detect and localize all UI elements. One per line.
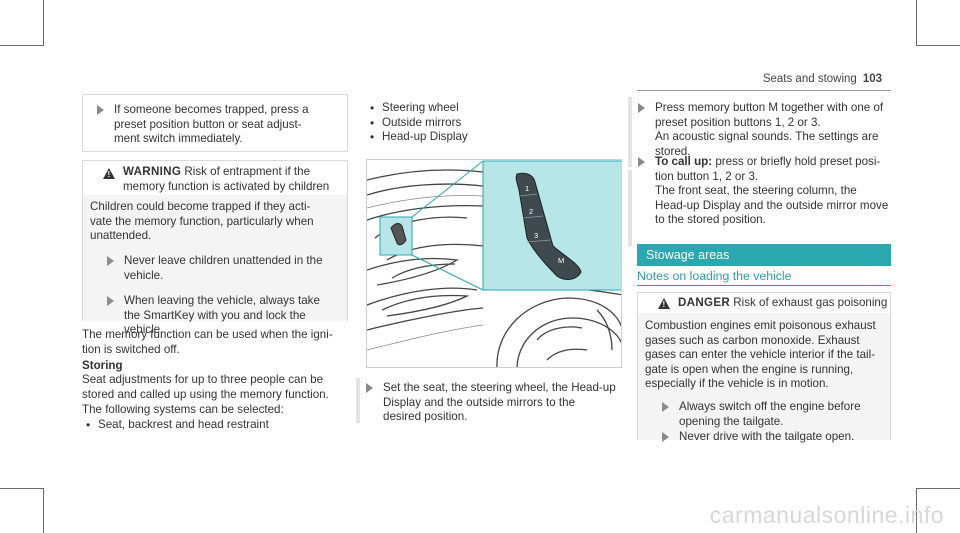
watermark: carmanualsonline.info	[709, 502, 944, 528]
storing-text: Seat adjustments for up to three people …	[82, 373, 329, 401]
memory-button-m-label: M	[558, 256, 564, 265]
crop-mark	[916, 488, 960, 489]
step-item: Set the seat, the steering wheel, the He…	[366, 381, 616, 425]
danger-body-text: Combustion engines emit poisonous exhaus…	[645, 319, 876, 390]
section-title: Seats and stowing	[762, 73, 857, 85]
warning-step: When leaving the vehicle, always take th…	[107, 294, 320, 338]
storing-heading: Storing	[82, 359, 123, 372]
crop-mark	[916, 45, 960, 46]
step-arrow-icon	[638, 157, 645, 167]
step-item: To call up: press or briefly hold preset…	[638, 155, 888, 228]
stowage-section-title: Stowage areas	[637, 244, 891, 266]
crop-mark	[916, 488, 917, 533]
danger-title: DANGER Risk of exhaust gas poisoning	[678, 296, 888, 309]
list-item: •Head-up Display	[370, 130, 468, 144]
step-bar	[356, 378, 360, 423]
danger-box: ! DANGER Risk of exhaust gas poisoning C…	[637, 292, 891, 443]
step-arrow-icon	[107, 296, 114, 306]
systems-list: •Steering wheel •Outside mirrors •Head-u…	[370, 101, 468, 145]
step-arrow-icon	[638, 103, 645, 113]
notes-heading: Notes on loading the vehicle	[637, 269, 792, 283]
header-rule	[637, 90, 891, 91]
crop-mark	[43, 488, 44, 533]
step-item: Press memory button M together with one …	[638, 101, 883, 159]
following-text: The following systems can be selected:	[82, 403, 284, 416]
memory-button-3-label: 3	[534, 231, 538, 240]
step-arrow-icon	[662, 432, 669, 442]
step-arrow-icon	[662, 402, 669, 412]
warning-box: ! WARNING Risk of entrapment if the memo…	[82, 160, 348, 336]
step-bar	[628, 97, 632, 167]
step-item: If someone becomes trapped, press a pres…	[97, 103, 309, 147]
door-panel-figure: 1 2 3 M	[366, 159, 622, 368]
list-item: •Steering wheel	[370, 101, 459, 115]
danger-step: Never drive with the tailgate open.	[662, 430, 854, 445]
page-number: 103	[862, 73, 882, 85]
list-item: •Seat, backrest and head restraint	[86, 418, 269, 432]
danger-triangle-icon	[658, 298, 670, 309]
step-arrow-icon	[97, 105, 104, 115]
warning-step: Never leave children unattended in the v…	[107, 254, 323, 283]
warning-triangle-icon	[103, 168, 115, 179]
step-bar	[628, 170, 632, 246]
page-header: Seats and stowing 103	[763, 73, 882, 85]
danger-step: Always switch off the engine before open…	[662, 400, 861, 429]
step-arrow-icon	[107, 256, 114, 266]
warning-body-text: Children could become trapped if they ac…	[90, 200, 314, 242]
memory-button-1-label: 1	[525, 184, 529, 193]
danger-body: Combustion engines emit poisonous exhaus…	[638, 313, 890, 443]
memory-button-2-label: 2	[529, 207, 533, 216]
crop-mark	[43, 0, 44, 46]
door-panel-illustration: 1 2 3 M	[367, 160, 621, 367]
step-arrow-icon	[366, 383, 373, 393]
warning-title: WARNING Risk of entrapment if the memory…	[123, 165, 330, 193]
crop-mark	[0, 45, 44, 46]
list-item: •Outside mirrors	[370, 115, 462, 130]
notes-heading-rule	[637, 285, 891, 286]
trapped-step-box: If someone becomes trapped, press a pres…	[82, 94, 348, 152]
step-text: If someone becomes trapped, press a pres…	[114, 103, 309, 145]
warning-body: Children could become trapped if they ac…	[83, 195, 347, 336]
crop-mark	[0, 488, 44, 489]
memory-text: The memory function can be used when the…	[82, 328, 333, 356]
crop-mark	[916, 0, 917, 46]
